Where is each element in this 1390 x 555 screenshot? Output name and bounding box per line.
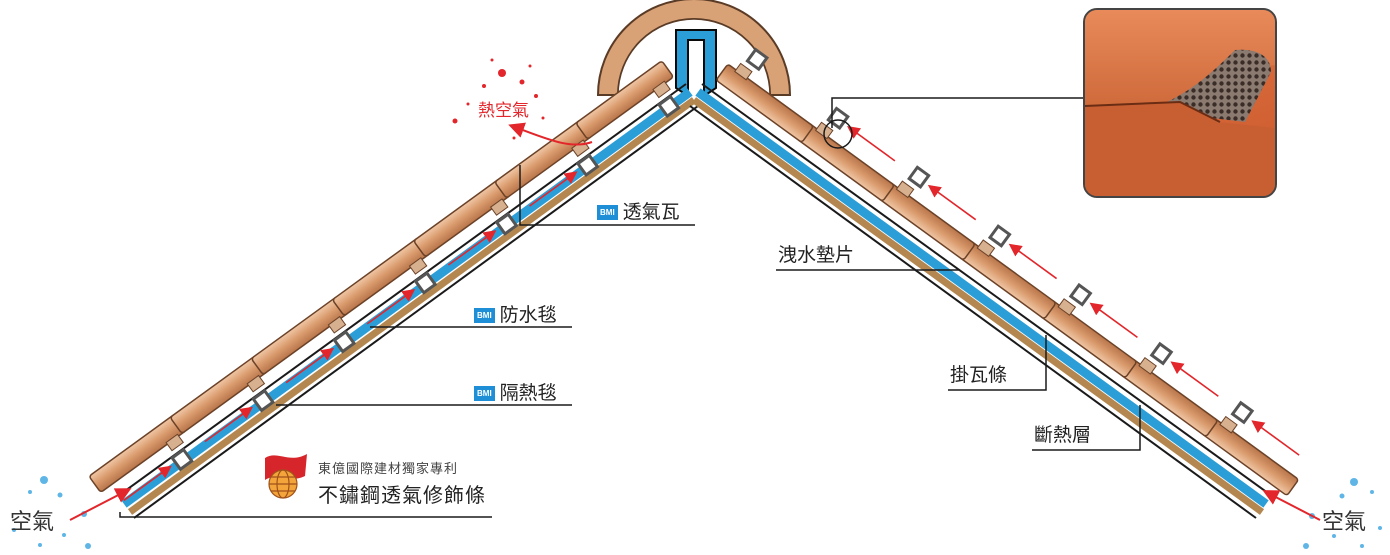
- batten-block: [332, 329, 357, 354]
- trim-strip-label: 不鏽鋼透氣修飾條: [318, 483, 486, 507]
- bmi-badge-icon: BMI: [474, 386, 495, 401]
- waterproof-felt-text: 防水毯: [499, 304, 557, 326]
- company-logo: [265, 454, 307, 499]
- roof-tile: [576, 61, 681, 139]
- roof-tile: [170, 355, 275, 443]
- bmi-badge-icon: BMI: [597, 205, 618, 220]
- air-label-right: 空氣: [1322, 510, 1367, 535]
- airflow-arrow: [927, 184, 977, 221]
- air-dots-left: [12, 476, 91, 549]
- roof-tile: [1201, 400, 1300, 496]
- bmi-badge-icon: BMI: [474, 308, 495, 323]
- tiles-right: [716, 47, 1300, 496]
- airflow-arrow: [1170, 361, 1219, 397]
- batten-block: [413, 271, 438, 295]
- company-name: 東億國際建材獨家專利: [318, 462, 459, 477]
- roof-tile: [413, 178, 519, 266]
- batten-block: [745, 47, 770, 72]
- hot-air-label: 熱空氣: [478, 101, 529, 121]
- roof-tile: [959, 224, 1058, 319]
- tiles-left: [89, 61, 681, 502]
- roof-tile: [89, 414, 194, 502]
- detail-callout-circle: [823, 119, 853, 149]
- batten-block: [1068, 282, 1093, 307]
- airflow-arrow: [123, 465, 172, 502]
- batten-block: [656, 94, 681, 119]
- roof-tile: [1039, 282, 1138, 378]
- air-label-left: 空氣: [10, 510, 55, 535]
- roof-tile: [716, 47, 814, 143]
- airflow-arrow: [529, 171, 578, 207]
- batten-block: [1230, 400, 1255, 425]
- airflow-arrow: [1251, 420, 1300, 456]
- airflow-arrow: [1089, 302, 1138, 339]
- flashing-washer-label: 洩水墊片: [778, 244, 855, 266]
- airflow-arrow: [285, 347, 335, 384]
- vent-mesh-detail-icon: [1085, 10, 1275, 196]
- inlet-arrow-right: [1262, 490, 1321, 521]
- left-slope-layers: [117, 83, 699, 519]
- inlet-arrow-left: [69, 488, 132, 521]
- airflow-arrow: [1008, 243, 1058, 280]
- right-slope-layers: [689, 83, 1273, 519]
- roof-tile: [1120, 341, 1219, 437]
- insulation-felt-text: 隔熱毯: [499, 382, 557, 404]
- insulation-felt-label: BMI 隔熱毯: [474, 378, 557, 405]
- ridge-cap: [596, 0, 792, 98]
- batten-block: [826, 106, 850, 131]
- batten-block: [170, 447, 194, 472]
- airflow-arrow: [366, 289, 416, 325]
- batten-block: [251, 388, 275, 413]
- batten-block: [907, 165, 931, 189]
- hot-air-arrow: [508, 122, 593, 146]
- airflow-arrow: [447, 230, 497, 266]
- breathable-tile-label: BMI 透氣瓦: [597, 197, 680, 224]
- batten-block: [494, 212, 519, 236]
- breathable-tile-text: 透氣瓦: [622, 201, 680, 223]
- leader-lines: [119, 97, 1141, 518]
- vent-detail-inset: [1083, 8, 1277, 198]
- batten-block: [575, 153, 600, 178]
- airflow-arrow: [847, 125, 896, 162]
- airflow-arrow: [204, 406, 253, 443]
- insulation-layer-label: 斷熱層: [1034, 424, 1092, 446]
- air-dots-right: [1303, 478, 1382, 549]
- waterproof-felt-label: BMI 防水毯: [474, 300, 557, 327]
- roof-tile: [878, 165, 977, 260]
- batten-block: [987, 224, 1012, 248]
- batten-label: 掛瓦條: [950, 364, 1008, 386]
- batten-block: [1149, 341, 1174, 366]
